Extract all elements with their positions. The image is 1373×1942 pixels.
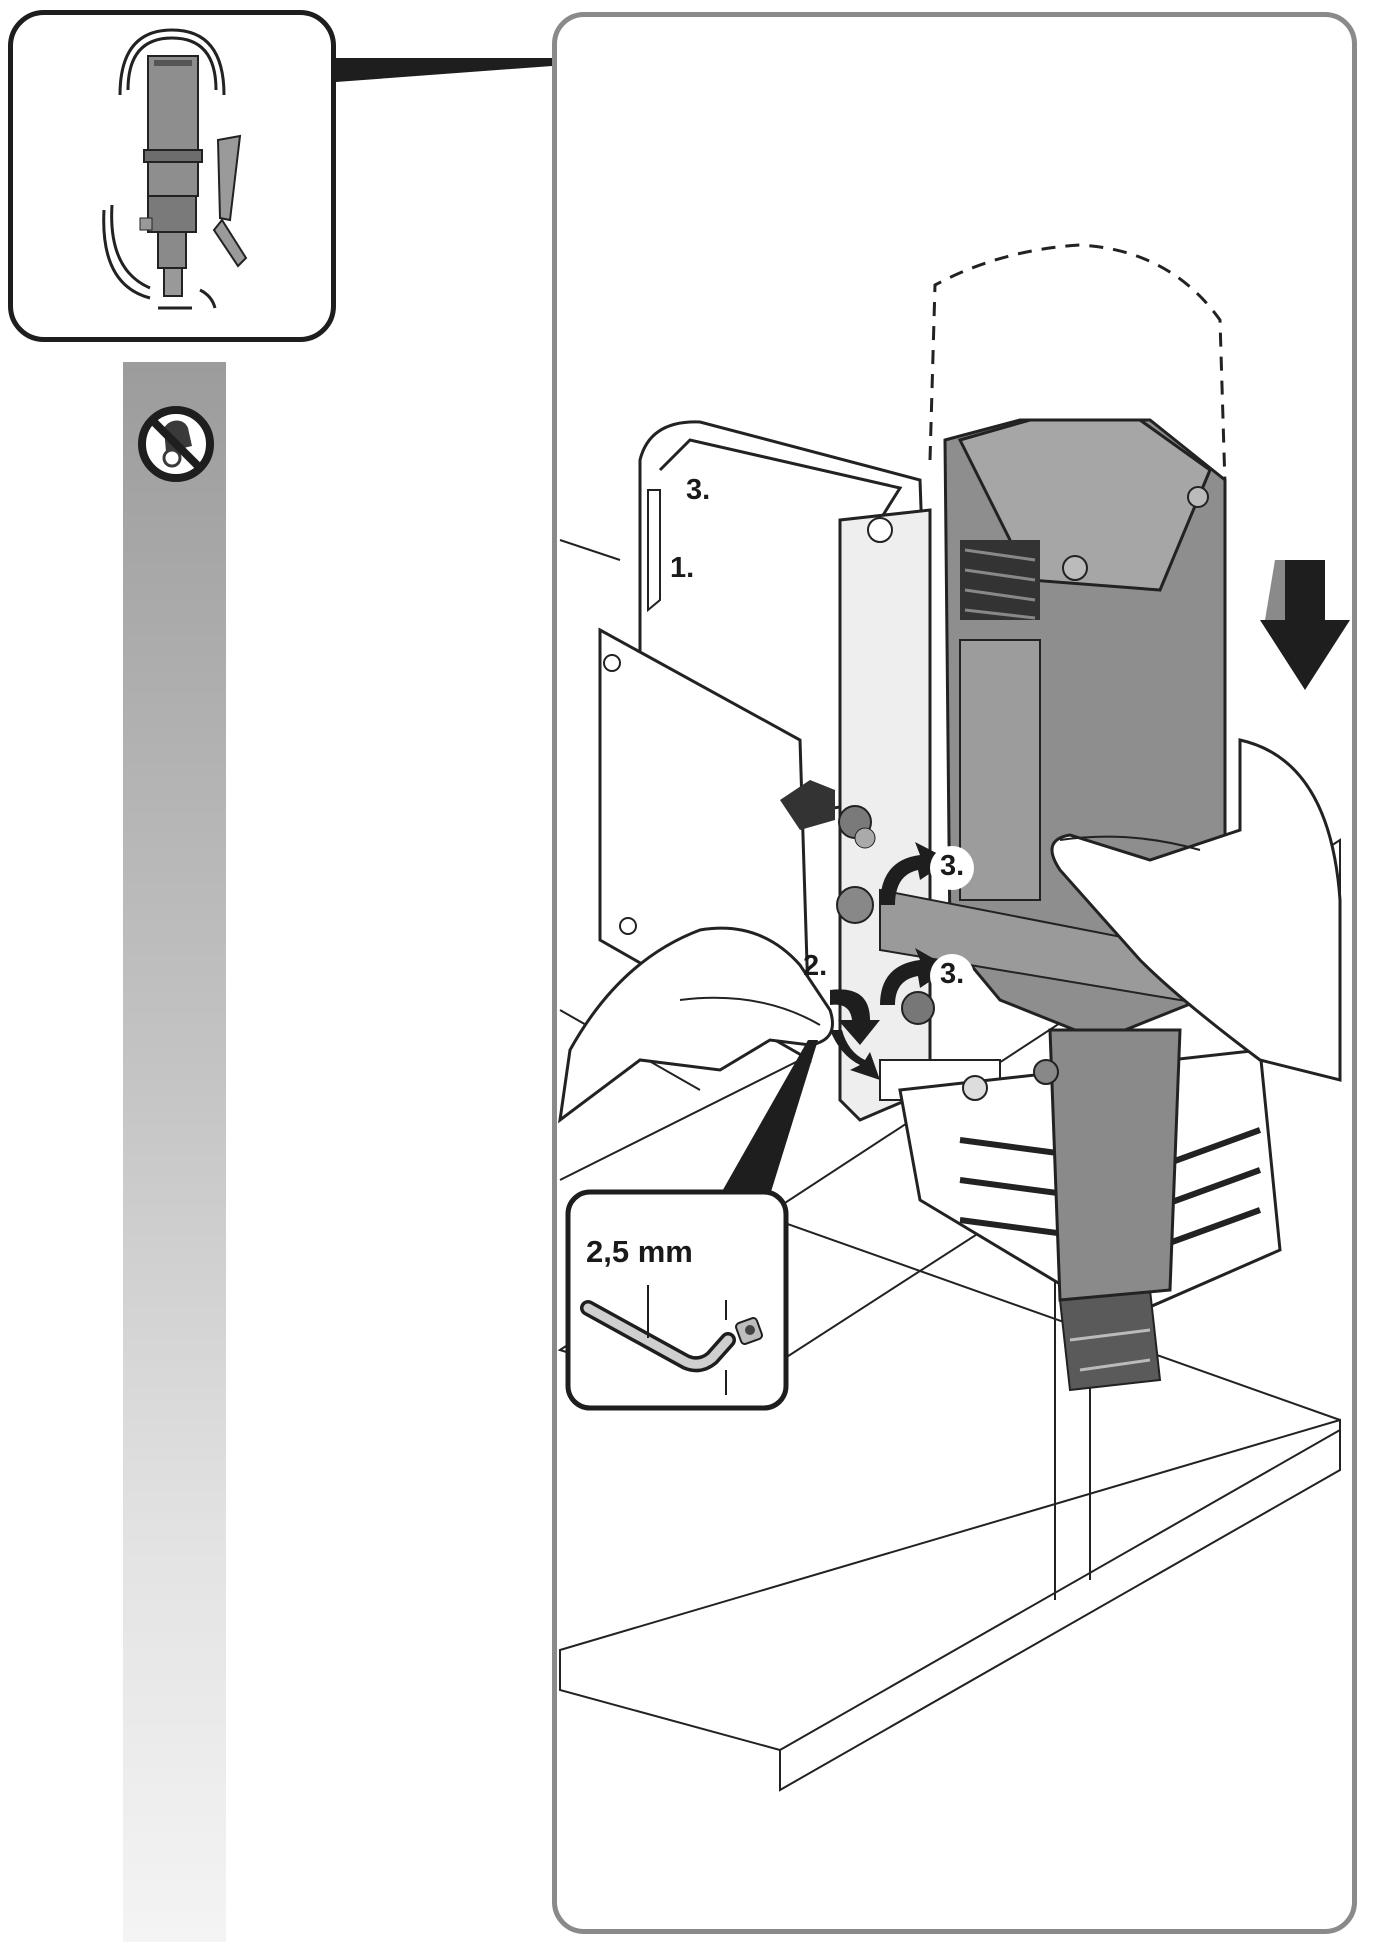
no-hand-touch-cutter-icon: [138, 406, 214, 482]
tool-callout-box: [565, 1189, 789, 1411]
step-label-1: 1.: [670, 552, 695, 584]
hex-key-size-label: 2,5 mm: [586, 1234, 693, 1269]
rotation-arrows: [830, 842, 950, 1080]
inset-connector: [336, 58, 552, 82]
tool-callout-connector: [720, 1040, 818, 1195]
step-label-3-lower: 3.: [940, 958, 965, 990]
step3-upper-badge: [930, 846, 974, 890]
inset-drill-illustration: [102, 28, 248, 310]
step-label-2: 2.: [803, 950, 828, 982]
hands: [558, 738, 1342, 1124]
step-label-3-upper: 3.: [940, 850, 965, 882]
hex-key-illustration: [580, 1285, 736, 1395]
down-arrow-icon: [1260, 560, 1350, 690]
set-screws: [836, 805, 1059, 1101]
side-gradient-strip: [123, 362, 226, 1942]
step3-lower-badge: [930, 954, 974, 998]
set-screw-illustration: [735, 1317, 763, 1345]
step-label-3-handle: 3.: [686, 474, 711, 506]
